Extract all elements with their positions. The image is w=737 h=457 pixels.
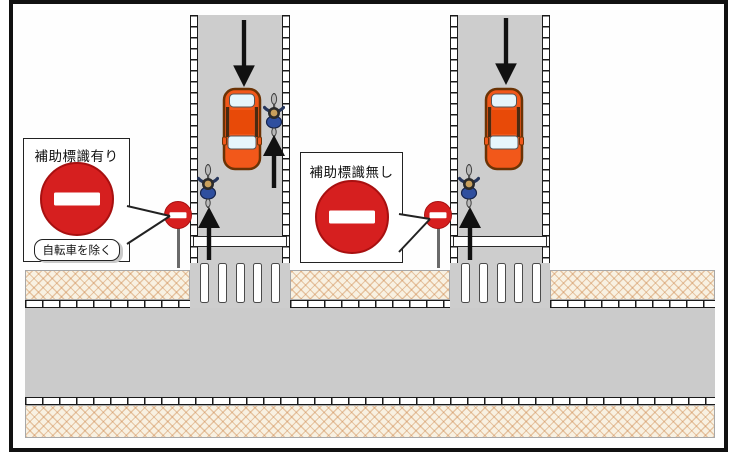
crosswalk-stripe xyxy=(253,263,263,303)
right-street-stop-line xyxy=(453,236,547,247)
left-street xyxy=(190,15,290,308)
sign-pole xyxy=(177,226,180,268)
sidewalk-top-middle xyxy=(290,270,450,300)
curb-bottom xyxy=(25,397,715,405)
no-entry-bar xyxy=(169,212,187,218)
bicycle-icon xyxy=(457,163,481,209)
no-entry-bar xyxy=(429,212,447,218)
crosswalk-stripe xyxy=(532,263,541,303)
callout-with-auxiliary-sign: 補助標識有り 自転車を除く xyxy=(23,138,130,262)
left-street-edge-right xyxy=(282,15,290,263)
crosswalk-stripe xyxy=(496,263,506,303)
curb-top-left xyxy=(25,300,190,308)
sidewalk-top-left xyxy=(25,270,190,300)
crosswalk-stripe xyxy=(271,263,280,303)
curb-top-right xyxy=(550,300,715,308)
right-street-edge-left xyxy=(450,15,458,263)
no-entry-sign-small-right xyxy=(424,201,452,229)
callout-title: 補助標識無し xyxy=(309,165,394,180)
left-street-stop-line xyxy=(193,236,287,247)
right-street-edge-right xyxy=(542,15,550,263)
no-entry-sign-big xyxy=(315,180,389,254)
sidewalk-top-right xyxy=(550,270,715,300)
no-entry-sign-big xyxy=(40,162,114,236)
up-arrow-icon xyxy=(262,135,286,188)
callout-pointer xyxy=(398,213,431,253)
down-arrow-icon xyxy=(231,20,257,87)
bicycle-icon xyxy=(196,163,220,209)
no-entry-bar xyxy=(54,192,100,206)
crosswalk-stripe xyxy=(235,263,245,303)
down-arrow-icon xyxy=(493,18,519,85)
crosswalk-stripe xyxy=(461,263,470,303)
crosswalk-left xyxy=(200,263,280,303)
car-icon xyxy=(222,87,262,171)
right-street xyxy=(450,15,550,308)
callout-title: 補助標識有り xyxy=(34,149,119,164)
auxiliary-plate: 自転車を除く xyxy=(34,239,120,261)
curb-top-middle xyxy=(290,300,450,308)
sidewalk-bottom xyxy=(25,405,715,438)
car-icon xyxy=(484,87,524,171)
callout-without-auxiliary-sign: 補助標識無し xyxy=(300,152,403,263)
crosswalk-stripe xyxy=(200,263,209,303)
crosswalk-stripe xyxy=(217,263,227,303)
callout-pointer xyxy=(126,205,171,245)
main-road xyxy=(25,308,715,397)
crosswalk-stripe xyxy=(478,263,488,303)
sign-pole xyxy=(437,226,440,268)
no-entry-bar xyxy=(329,210,375,224)
up-arrow-icon xyxy=(197,207,221,260)
crosswalk-right xyxy=(461,263,541,303)
left-street-edge-left xyxy=(190,15,198,263)
crosswalk-stripe xyxy=(514,263,524,303)
up-arrow-icon xyxy=(458,207,482,260)
bicycle-icon xyxy=(262,92,286,138)
